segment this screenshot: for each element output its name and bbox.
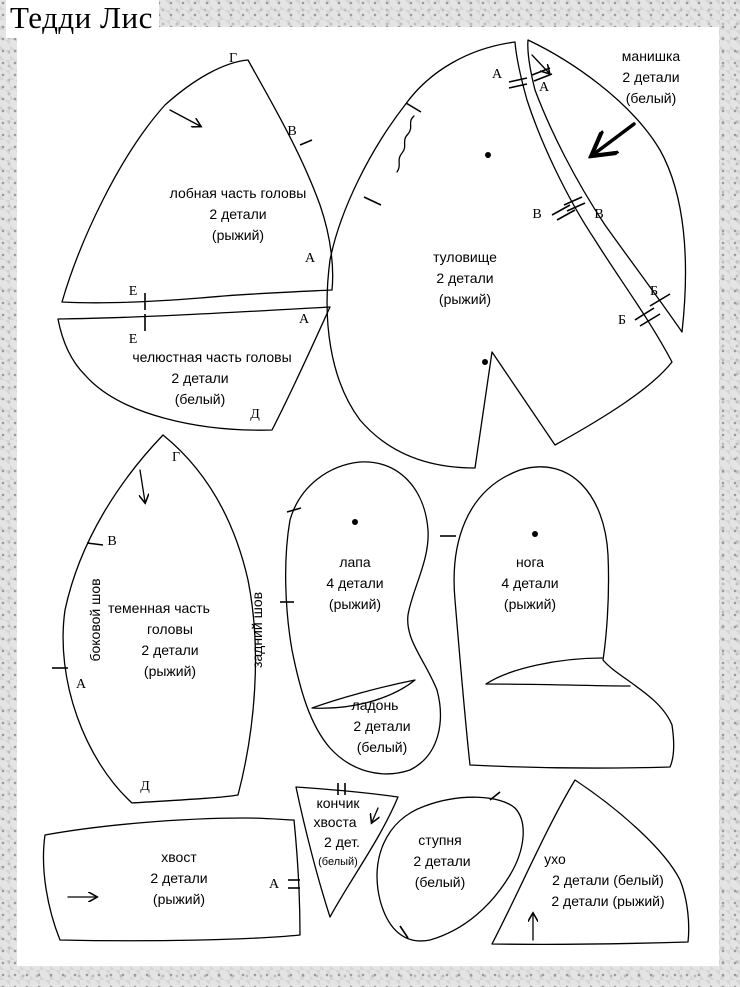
tailtip-label-count: 2 дет. — [324, 834, 360, 850]
jaw-label-color: (белый) — [175, 391, 226, 407]
foot-label-name: ступня — [418, 832, 461, 848]
point-B-shirtfront: Б — [650, 284, 658, 299]
palm-label-color: (белый) — [357, 739, 408, 755]
point-E-jaw: Е — [129, 332, 138, 347]
point-G-forehead: Г — [229, 51, 237, 66]
shirtfront-label-name: манишка — [622, 48, 681, 64]
tailtip-label-color: (белый) — [318, 856, 358, 868]
crown-piece: Г В А Д теменная часть головы 2 детали (… — [52, 434, 265, 804]
ear-label-name: ухо — [544, 851, 566, 867]
tailtip-piece: кончик хвоста 2 дет. (белый) — [295, 783, 399, 918]
body-label-name: туловище — [433, 249, 497, 265]
shirtfront-label-color: (белый) — [626, 90, 677, 106]
point-V-forehead: В — [287, 124, 296, 139]
point-V-body: В — [532, 207, 541, 222]
paw-label-count: 4 детали — [326, 575, 383, 591]
jaw-label-name: челюстная часть головы — [132, 349, 291, 365]
foot-piece: ступня 2 детали (белый) — [376, 791, 524, 942]
forehead-piece: Г В А Е лобная часть головы 2 детали (ры… — [61, 51, 334, 310]
jaw-piece: А Е Д челюстная часть головы 2 детали (б… — [57, 306, 331, 431]
foot-label-count: 2 детали — [413, 853, 470, 869]
tailtip-label-name2: хвоста — [313, 814, 356, 830]
point-B-body: Б — [618, 313, 626, 328]
forehead-label-name: лобная часть головы — [170, 185, 307, 201]
paw-piece: лапа 4 детали (рыжий) ладонь 2 детали (б… — [280, 461, 442, 775]
crown-side-seam-label: боковой шов — [87, 578, 103, 661]
forehead-label-color: (рыжий) — [212, 227, 264, 243]
ear-label-count-red: 2 детали (рыжий) — [551, 893, 664, 909]
body-label-count: 2 детали — [436, 270, 493, 286]
point-G-crown: Г — [172, 450, 180, 465]
point-V-crown: В — [107, 534, 116, 549]
body-label-color: (рыжий) — [439, 291, 491, 307]
palm-label-name: ладонь — [352, 697, 399, 713]
point-A-crown: А — [76, 677, 87, 692]
foot-label-color: (белый) — [415, 874, 466, 890]
tail-piece: А хвост 2 детали (рыжий) — [42, 817, 301, 942]
point-V-shirtfront: В — [594, 207, 603, 222]
paw-label-color: (рыжий) — [329, 596, 381, 612]
point-D-crown: Д — [140, 779, 150, 794]
point-A-tail: А — [269, 877, 280, 892]
leg-piece: нога 4 детали (рыжий) — [440, 466, 675, 769]
palm-label-count: 2 детали — [353, 718, 410, 734]
tailtip-label-name1: кончик — [316, 795, 360, 811]
tail-label-count: 2 детали — [150, 870, 207, 886]
point-E-forehead: Е — [129, 284, 138, 299]
body-piece: А В Б туловище 2 детали (рыжий) — [326, 41, 673, 469]
point-A-body: А — [492, 67, 503, 82]
crown-back-seam-label: задний шов — [249, 592, 265, 668]
leg-label-name: нога — [516, 554, 544, 570]
crown-label-color: (рыжий) — [144, 663, 196, 679]
leg-label-count: 4 детали — [501, 575, 558, 591]
crown-label-name: теменная часть — [108, 600, 210, 616]
shirtfront-label-count: 2 детали — [622, 69, 679, 85]
paw-label-name: лапа — [339, 554, 371, 570]
jaw-label-count: 2 детали — [171, 370, 228, 386]
forehead-label-count: 2 детали — [209, 206, 266, 222]
point-A-shirtfront: А — [539, 80, 550, 95]
tail-label-name: хвост — [161, 849, 197, 865]
point-A-jaw: А — [299, 312, 310, 327]
tail-label-color: (рыжий) — [153, 891, 205, 907]
point-D-jaw: Д — [250, 407, 260, 422]
crown-label-name2: головы — [147, 621, 193, 637]
crown-label-count: 2 детали — [141, 642, 198, 658]
pattern-sheet — [17, 27, 719, 966]
page-title: Тедди Лис — [6, 0, 159, 38]
leg-label-color: (рыжий) — [504, 596, 556, 612]
ear-label-count-white: 2 детали (белый) — [552, 872, 664, 888]
ear-piece: ухо 2 детали (белый) 2 детали (рыжий) — [491, 779, 690, 946]
point-A-forehead: А — [305, 251, 316, 266]
shirtfront-piece: А В Б манишка 2 детали (белый) — [527, 39, 687, 333]
